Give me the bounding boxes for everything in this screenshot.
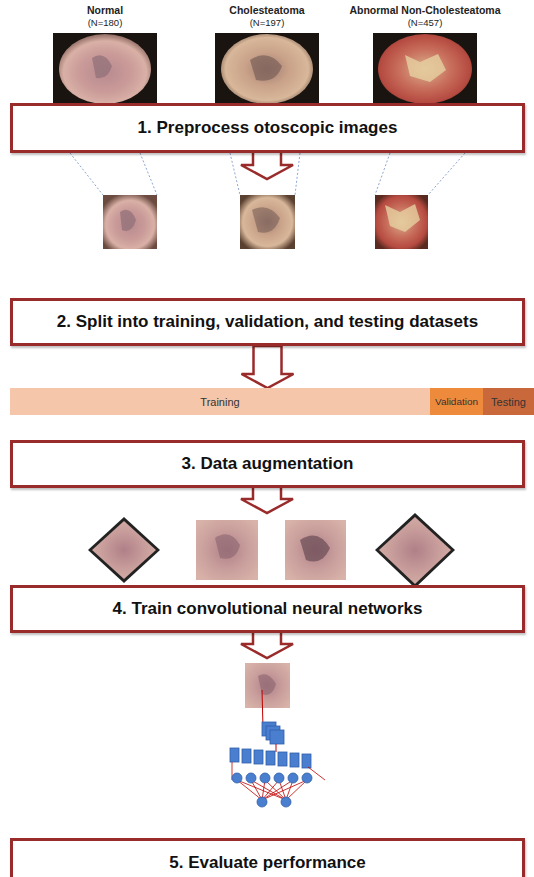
- step-label: 4. Train convolutional neural networks: [113, 599, 423, 619]
- process-box: 4. Train convolutional neural networks: [10, 585, 525, 633]
- process-box: 2. Split into training, validation, and …: [10, 298, 525, 346]
- step-label: 1. Preprocess otoscopic images: [138, 118, 398, 138]
- segment-label: Validation: [435, 396, 478, 407]
- segment-label: Training: [200, 396, 239, 408]
- column-header: (N=197): [250, 17, 285, 28]
- dataset-segment: Training: [10, 388, 430, 415]
- segment-label: Testing: [491, 396, 526, 408]
- dataset-segment: Validation: [430, 388, 483, 415]
- block-arrow: [242, 346, 294, 388]
- column-header: (N=180): [88, 17, 123, 28]
- process-box: 5. Evaluate performance: [10, 838, 525, 877]
- process-box: 1. Preprocess otoscopic images: [10, 103, 525, 153]
- column-header: (N=457): [408, 17, 443, 28]
- dataset-segment: Testing: [483, 388, 534, 415]
- column-header: Abnormal Non-Cholesteatoma: [349, 4, 500, 16]
- step-label: 5. Evaluate performance: [169, 853, 366, 873]
- step-label: 2. Split into training, validation, and …: [57, 312, 478, 332]
- column-header: Normal: [87, 4, 123, 16]
- process-box: 3. Data augmentation: [10, 440, 525, 488]
- column-header: Cholesteatoma: [229, 4, 304, 16]
- step-label: 3. Data augmentation: [182, 454, 354, 474]
